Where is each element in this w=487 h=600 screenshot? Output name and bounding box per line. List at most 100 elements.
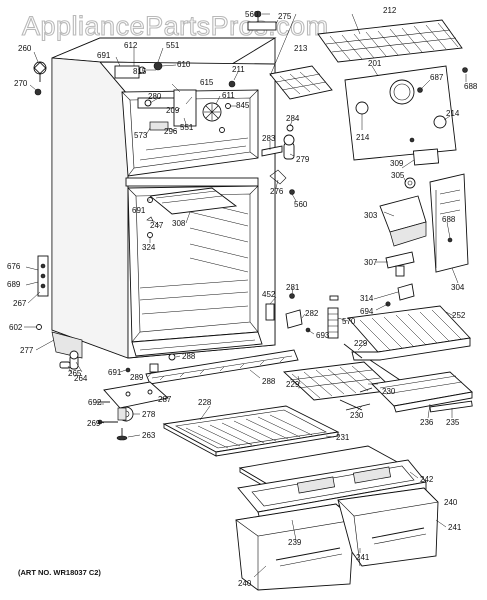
part-number-label: 214 (446, 109, 460, 118)
part-number-label: 209 (166, 106, 180, 115)
clip-247 (146, 216, 154, 222)
part-number-label: 269 (87, 419, 101, 428)
plug-324 (147, 232, 153, 238)
part-number-label: 288 (182, 352, 196, 361)
part-number-label: 284 (286, 114, 300, 123)
part-number-label: 247 (150, 221, 164, 230)
part-number-label: 289 (130, 373, 144, 382)
part-number-label: 279 (296, 155, 310, 164)
part-number-label: 560 (294, 200, 308, 209)
part-number-label: 240 (238, 579, 252, 588)
part-number-label: 308 (172, 219, 186, 228)
part-number-label: 845 (236, 101, 250, 110)
part-number-label: 263 (142, 431, 156, 440)
part-number-label: 324 (142, 243, 156, 252)
part-number-label: 280 (148, 92, 162, 101)
art-number: (ART NO. WR18037 C2) (18, 568, 101, 577)
part-number-label: 688 (464, 82, 478, 91)
part-number-label: 211 (232, 65, 245, 74)
part-number-label: 691 (108, 368, 122, 377)
part-number-label: 214 (356, 133, 370, 142)
part-number-label: 692 (88, 398, 102, 407)
part-number-label: 267 (13, 299, 27, 308)
light-shield-288 (125, 349, 299, 385)
part-number-label: 236 (420, 418, 434, 427)
fresh-food-shelf-229 (282, 361, 396, 411)
freezer-shelf-212 (317, 19, 463, 63)
part-number-label: 231 (336, 433, 350, 442)
part-number-label: 278 (142, 410, 156, 419)
glass-shelf-228 (162, 405, 340, 457)
part-number-label: 570 (342, 317, 356, 326)
bottom-hardware (96, 381, 169, 441)
part-number-label: 611 (222, 91, 235, 100)
crisper-support-236 (345, 371, 473, 413)
part-number-label: 309 (390, 159, 404, 168)
part-number-label: 296 (164, 127, 178, 136)
cabinet-hardware-left (33, 61, 83, 370)
part-number-label: 270 (14, 79, 28, 88)
part-number-label: 689 (7, 280, 21, 289)
part-number-label: 615 (200, 78, 214, 87)
part-number-label: 452 (262, 290, 276, 299)
crisper-drawer-right-241 (337, 487, 439, 567)
part-number-label: 230 (350, 411, 364, 420)
part-number-label: 213 (294, 44, 308, 53)
part-number-label: 314 (360, 294, 374, 303)
crisper-drawer-left-240 (235, 503, 355, 591)
part-number-label: 277 (20, 346, 34, 355)
part-number-label: 602 (9, 323, 23, 332)
part-number-label: 551 (180, 123, 194, 132)
part-number-label: 610 (177, 60, 191, 69)
part-number-label: 303 (364, 211, 378, 220)
part-number-label: 560 (245, 10, 259, 19)
part-number-label: 212 (383, 6, 397, 15)
middle-hardware (265, 293, 339, 339)
part-number-labels: 212 560 275 260 691 612 551 815 610 213 … (7, 6, 478, 588)
part-number-label: 275 (278, 12, 292, 21)
part-number-label: 287 (158, 395, 172, 404)
part-number-label: 229 (354, 339, 368, 348)
part-number-label: 276 (270, 187, 284, 196)
part-number-label: 240 (444, 498, 458, 507)
control-housing (379, 148, 469, 307)
ice-tray-213 (269, 65, 333, 100)
top-hardware-560-275 (247, 10, 277, 31)
part-number-label: 260 (18, 44, 32, 53)
part-number-label: 573 (134, 131, 148, 140)
part-number-label: 283 (262, 134, 276, 143)
part-number-label: 281 (286, 283, 300, 292)
part-number-label: 691 (97, 51, 111, 60)
part-number-label: 688 (442, 215, 456, 224)
part-number-label: 694 (360, 307, 374, 316)
part-number-label: 551 (166, 41, 180, 50)
part-number-label: 239 (288, 538, 302, 547)
part-number-label: 282 (305, 309, 319, 318)
part-number-label: 288 (262, 377, 276, 386)
leader-lines (24, 13, 467, 578)
part-number-label: 264 (74, 374, 88, 383)
part-number-label: 241 (448, 523, 462, 532)
watermark: AppliancePartsPros.com (22, 11, 329, 41)
part-number-label: 228 (198, 398, 212, 407)
part-number-label: 241 (356, 553, 370, 562)
part-number-label: 307 (364, 258, 378, 267)
part-number-label: 687 (430, 73, 444, 82)
part-number-label: 242 (420, 475, 434, 484)
part-number-label: 676 (7, 262, 21, 271)
part-number-label: 201 (368, 59, 382, 68)
freezer-shelf-308 (148, 187, 238, 215)
part-number-label: 304 (451, 283, 465, 292)
part-number-label: 230 (382, 387, 396, 396)
part-number-label: 691 (132, 206, 146, 215)
fresh-food-shelf-252 (343, 305, 471, 381)
part-number-label: 305 (391, 171, 405, 180)
part-number-label: 815 (133, 67, 147, 76)
part-number-label: 229 (286, 380, 300, 389)
part-number-label: 252 (452, 311, 466, 320)
part-number-label: 612 (124, 41, 138, 50)
part-number-label: 265 (68, 369, 82, 378)
duct-panel-201 (344, 65, 468, 161)
part-number-label: 235 (446, 418, 460, 427)
